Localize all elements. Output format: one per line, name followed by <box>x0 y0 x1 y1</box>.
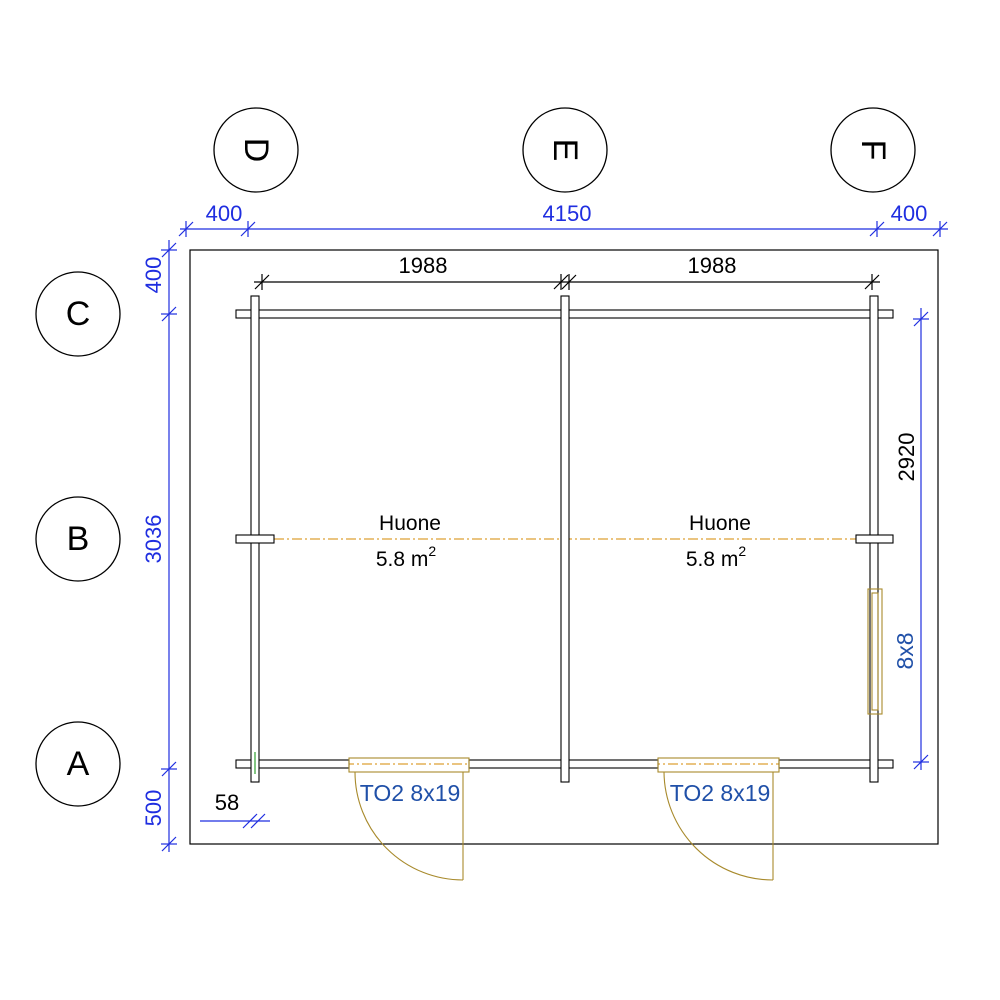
room-left: Huone 5.8 m2 <box>376 512 441 571</box>
left-dimension-chain: 400 3036 500 <box>141 240 177 852</box>
row-axis-b: B <box>35 496 121 582</box>
room-area-superscript: 2 <box>738 543 746 559</box>
window-tag: 8x8 <box>892 632 918 669</box>
inner-dim-left: 1988 <box>399 253 448 278</box>
door-right <box>657 757 780 881</box>
wall-offset-value: 58 <box>215 790 239 815</box>
wall-stub-left <box>235 534 275 544</box>
room-name: Huone <box>689 512 751 535</box>
left-dim-middle: 3036 <box>141 515 166 564</box>
left-dim-bottom: 500 <box>141 790 166 827</box>
axis-label-e: E <box>546 139 584 162</box>
top-dim-right: 400 <box>891 201 928 226</box>
axis-label-a: A <box>67 745 90 783</box>
column-axis-f: F <box>830 107 916 193</box>
inner-dim-right: 1988 <box>688 253 737 278</box>
axis-label-d: D <box>237 138 275 163</box>
room-right: Huone 5.8 m2 <box>686 512 751 571</box>
wall-stub-right <box>855 534 894 544</box>
door-left <box>348 757 470 881</box>
room-area: 5.8 m2 <box>376 543 437 571</box>
slab-outline <box>189 249 939 845</box>
axis-label-f: F <box>854 140 892 161</box>
inner-top-dimension-chain: 1988 1988 <box>254 253 880 290</box>
left-dim-top: 400 <box>141 257 166 294</box>
top-dim-middle: 4150 <box>543 201 592 226</box>
axis-label-c: C <box>66 295 91 333</box>
axis-label-b: B <box>67 520 90 558</box>
right-dim-value: 2920 <box>894 433 919 482</box>
window <box>867 588 883 715</box>
door-tag-right: TO2 8x19 <box>670 780 771 806</box>
room-area-superscript: 2 <box>428 543 436 559</box>
room-name: Huone <box>379 512 441 535</box>
wall-middle <box>560 295 570 783</box>
top-dimension-chain: 400 4150 400 <box>178 201 948 237</box>
row-axis-c: C <box>35 271 121 357</box>
room-area: 5.8 m2 <box>686 543 747 571</box>
row-axis-a: A <box>35 721 121 807</box>
right-dimension: 2920 <box>894 308 929 770</box>
top-dim-left: 400 <box>206 201 243 226</box>
walls <box>235 295 894 783</box>
door-tag-left: TO2 8x19 <box>360 780 461 806</box>
column-axis-e: E <box>522 107 608 193</box>
column-axis-d: D <box>213 107 299 193</box>
wall-offset-dimension: 58 <box>200 790 270 829</box>
